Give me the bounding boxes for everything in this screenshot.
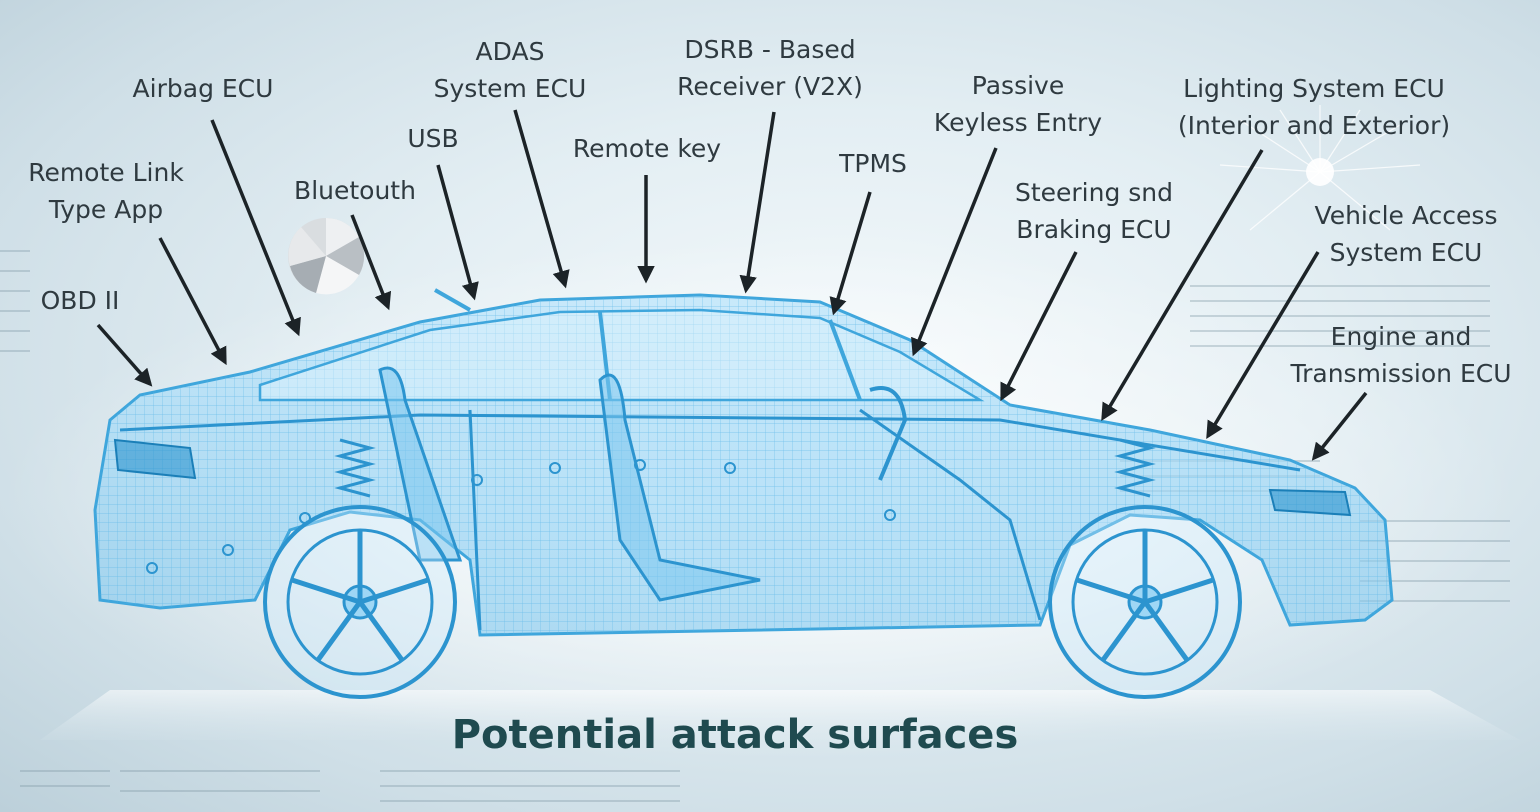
label-bluetooth: Bluetouth <box>294 176 416 205</box>
label-remote-key: Remote key <box>572 134 722 163</box>
label-lighting-system-ecu: Lighting System ECU (Interior and Exteri… <box>1177 74 1451 140</box>
arrow-dsrb-receiver <box>739 111 776 294</box>
label-passive-keyless-entry: Passive Keyless Entry <box>933 71 1103 137</box>
label-dsrb-receiver: DSRB - Based Receiver (V2X) <box>677 35 863 101</box>
front-wheel <box>1048 505 1242 699</box>
arrow-usb <box>436 164 479 301</box>
arrow-engine-transmission-ecu <box>1311 391 1368 461</box>
tail-light <box>113 438 197 480</box>
arrow-adas-system-ecu <box>513 109 570 289</box>
rear-seat <box>378 366 463 562</box>
label-tpms: TPMS <box>839 149 907 178</box>
rear-wheel <box>263 505 457 699</box>
front-seat <box>598 373 761 602</box>
head-light <box>1268 488 1352 517</box>
arrow-steering-braking-ecu <box>1000 251 1078 402</box>
label-remote-link-type-app: Remote Link Type App <box>28 158 184 224</box>
arrow-airbag-ecu <box>210 119 301 337</box>
arrow-vehicle-access-system-ecu <box>1206 251 1320 440</box>
label-adas-system-ecu: ADAS System ECU <box>433 37 587 103</box>
label-airbag-ecu: Airbag ECU <box>132 74 274 103</box>
label-steering-braking-ecu: Steering snd Braking ECU <box>1014 178 1174 244</box>
label-obd-ii: OBD II <box>40 286 120 315</box>
diagram-title: Potential attack surfaces <box>451 712 1019 758</box>
arrow-bluetooth <box>350 214 392 311</box>
pie-decoration-icon <box>288 217 365 295</box>
label-engine-transmission-ecu: Engine and Transmission ECU <box>1290 322 1512 388</box>
label-usb: USB <box>407 124 459 153</box>
arrow-remote-link-type-app <box>158 237 227 366</box>
label-vehicle-access-system-ecu: Vehicle Access System ECU <box>1314 201 1498 267</box>
arrow-obd-ii <box>96 323 153 387</box>
car-windows <box>258 308 985 402</box>
arrow-lighting-system-ecu <box>1101 149 1264 422</box>
arrow-passive-keyless-entry <box>911 147 998 357</box>
arrow-tpms <box>829 191 872 316</box>
